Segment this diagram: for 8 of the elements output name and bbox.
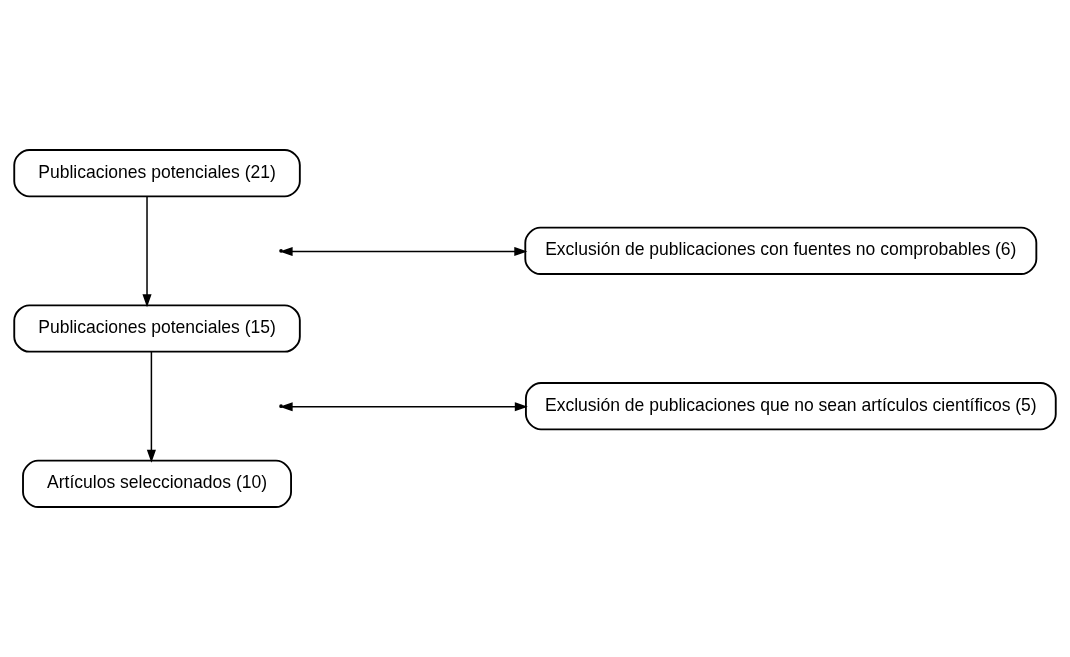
arrow [146, 351, 156, 463]
node-box: Artículos seleccionados (10) [22, 459, 292, 508]
node-box: Publicaciones potenciales (15) [13, 304, 301, 353]
arrow [142, 195, 152, 308]
node-box: Exclusión de publicaciones con fuentes no comprobables (6) [524, 226, 1038, 275]
node-box: Exclusión de publicaciones que no sean artículos científicos (5) [524, 382, 1057, 431]
node-box: Publicaciones potenciales (21) [13, 149, 301, 198]
arrow [279, 402, 528, 412]
